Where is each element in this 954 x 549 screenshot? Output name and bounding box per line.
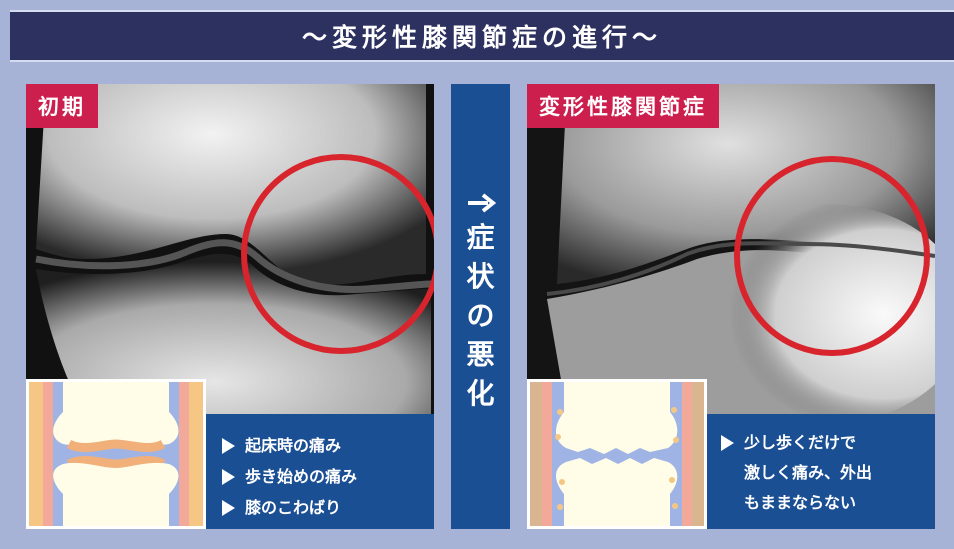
triangle-bullet-icon xyxy=(222,468,235,485)
progression-label-char: の xyxy=(466,299,495,332)
early-symptom-list: 起床時の痛み 歩き始めの痛み 膝のこわばり xyxy=(222,430,432,523)
healthy-joint-diagram xyxy=(26,379,206,529)
healthy-joint-illustration xyxy=(29,382,203,526)
damaged-joint-diagram xyxy=(527,379,707,529)
progression-label-char: 症 xyxy=(466,221,495,254)
osteoarthritis-tag: 変形性膝関節症 xyxy=(527,84,719,128)
list-item: 膝のこわばり xyxy=(222,492,432,523)
list-item: 歩き始めの痛み xyxy=(222,461,432,492)
triangle-bullet-icon xyxy=(721,435,734,451)
page-title: 〜変形性膝関節症の進行〜 xyxy=(301,23,662,52)
osteoarthritis-symptom-list: 少し歩くだけで 激しく痛み、外出 もままならない xyxy=(721,428,931,518)
damaged-joint-illustration xyxy=(530,382,704,526)
triangle-bullet-icon xyxy=(222,499,235,516)
early-stage-panel: 初期 起床時の痛み 歩き始めの痛み 膝のこわばり xyxy=(26,84,434,529)
progression-label-char: 化 xyxy=(466,377,495,410)
right-arrow-icon xyxy=(467,193,496,213)
triangle-bullet-icon xyxy=(222,437,235,454)
list-item: 少し歩くだけで xyxy=(721,428,931,458)
osteoarthritis-xray-image xyxy=(527,84,935,414)
early-stage-tag: 初期 xyxy=(26,84,98,128)
progression-label-char: 悪 xyxy=(466,338,495,371)
title-banner: 〜変形性膝関節症の進行〜 xyxy=(10,10,954,62)
list-item: もままならない xyxy=(744,493,857,512)
list-item: 起床時の痛み xyxy=(222,430,432,461)
osteoarthritis-panel: 変形性膝関節症 少し歩くだけで 激しく痛み、外出 もままならない xyxy=(527,84,935,529)
progression-column: 症 状 の 悪 化 xyxy=(451,84,510,529)
list-item: 激しく痛み、外出 xyxy=(744,463,873,482)
progression-label-char: 状 xyxy=(466,260,495,293)
early-xray-image xyxy=(26,84,434,414)
